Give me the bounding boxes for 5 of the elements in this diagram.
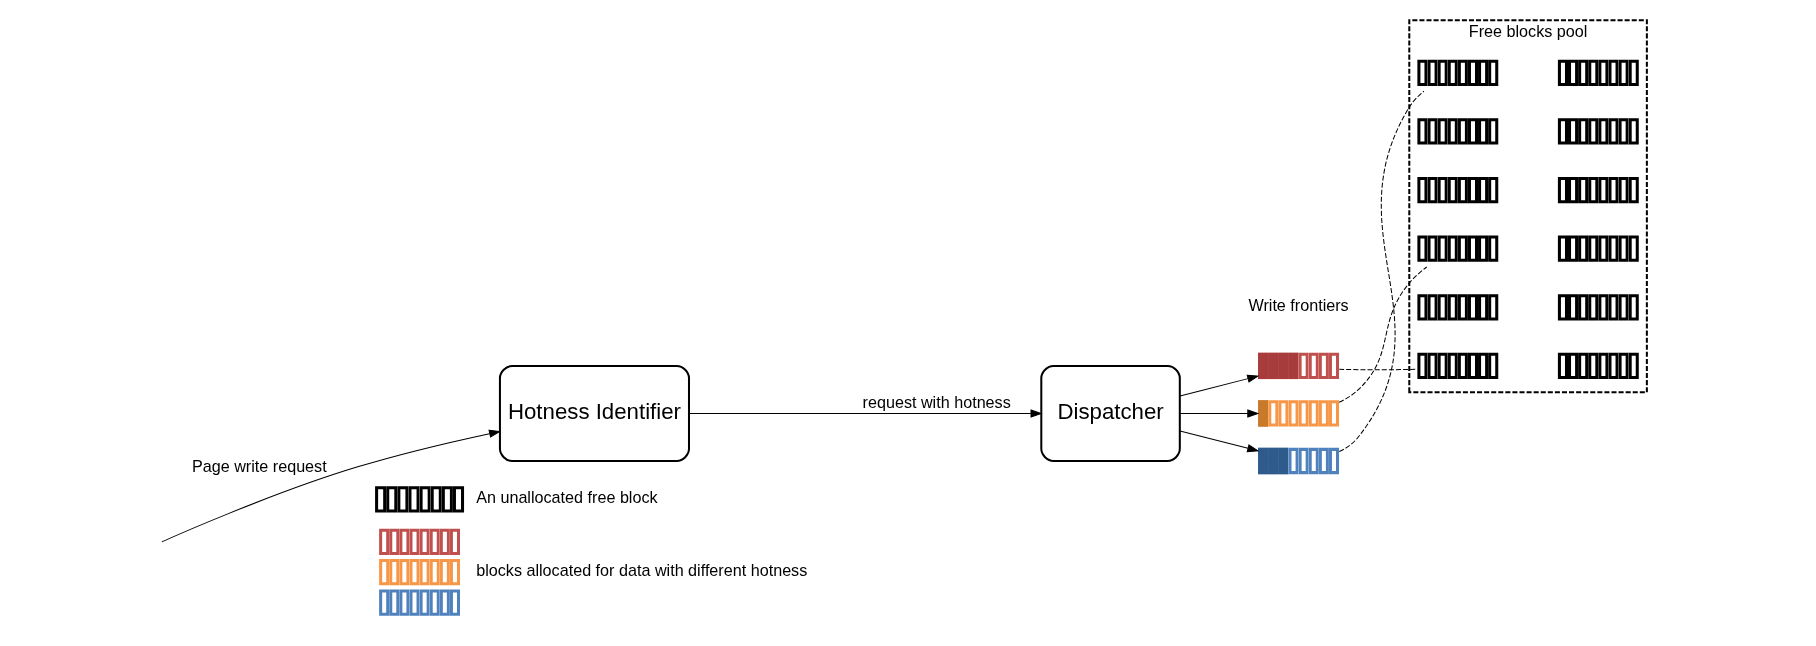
legend-label: blocks allocated for data with different hotness: [476, 561, 808, 580]
legend-label: An unallocated free block: [476, 488, 658, 507]
label: Write frontiers: [1248, 296, 1349, 315]
edge-label: Page write request: [191, 456, 327, 475]
edge-label: request with hotness: [862, 393, 1011, 412]
